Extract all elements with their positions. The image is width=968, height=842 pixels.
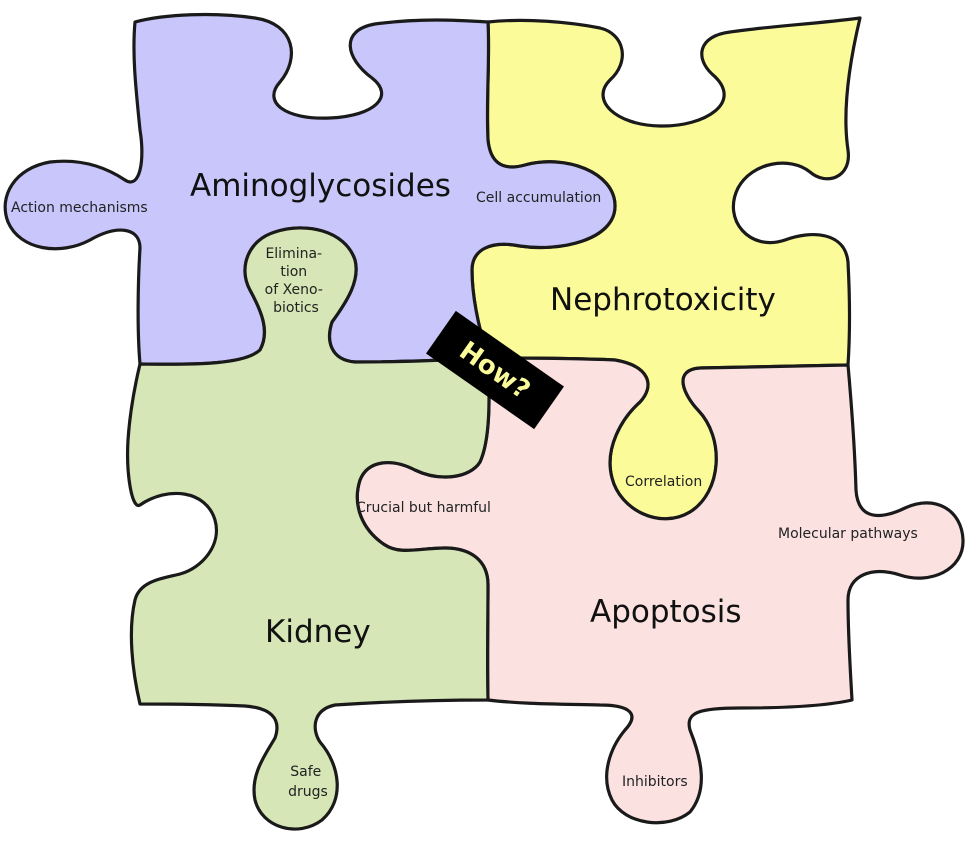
elimination-label-line-4: biotics (273, 300, 319, 316)
safe-drugs-label-line-1: Safe (290, 764, 321, 780)
molecular-pathways-label: Molecular pathways (778, 526, 918, 542)
inhibitors-label: Inhibitors (622, 774, 688, 790)
action-mechanisms-label: Action mechanisms (11, 200, 148, 216)
nephrotoxicity-title: Nephrotoxicity (550, 282, 776, 318)
aminoglycosides-title: Aminoglycosides (190, 168, 451, 204)
correlation-label: Correlation (625, 474, 702, 490)
kidney-title: Kidney (265, 614, 371, 650)
cell-accumulation-label: Cell accumulation (476, 190, 601, 206)
elimination-label-line-1: Elimina- (265, 246, 322, 262)
safe-drugs-label-line-2: drugs (288, 784, 328, 800)
elimination-label-line-3: of Xeno- (265, 282, 323, 298)
crucial-but-harmful-label: Crucial but harmful (356, 500, 491, 516)
apoptosis-title: Apoptosis (590, 594, 742, 630)
elimination-label-line-2: tion (280, 264, 307, 280)
